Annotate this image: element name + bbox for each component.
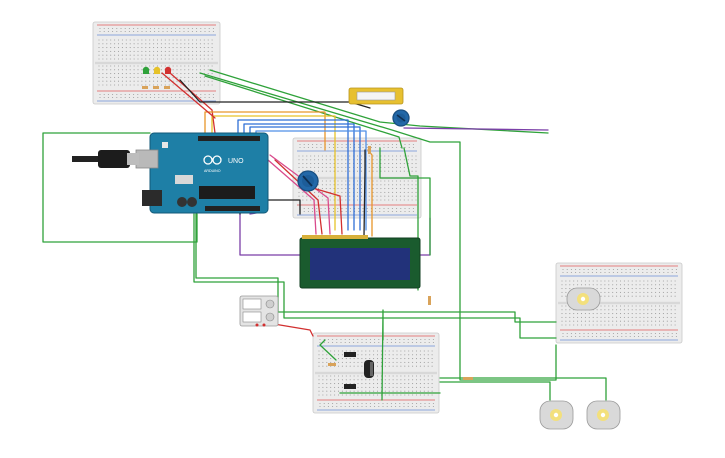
arduino-brand-label: ARDUINO [204, 169, 221, 173]
motor-icon[interactable] [566, 287, 601, 311]
arduino-model-label: UNO [228, 158, 244, 165]
breadboard-top-left[interactable] [92, 21, 221, 105]
breadboard-center[interactable] [292, 137, 422, 219]
sensor-module[interactable] [348, 87, 404, 105]
arduino-logo-icon [203, 155, 222, 165]
power-supply-module[interactable] [239, 295, 279, 327]
motor-icon[interactable] [586, 400, 621, 430]
motor-icon[interactable] [539, 400, 574, 430]
usb-cable-icon [72, 150, 139, 168]
resistor-icon [328, 146, 473, 380]
resistor-icon [142, 86, 170, 89]
arduino-uno-board[interactable]: UNO ARDUINO [135, 132, 269, 214]
led-icon[interactable] [142, 66, 150, 74]
led-icon[interactable] [153, 66, 161, 74]
led-icon[interactable] [164, 66, 172, 74]
lcd-display-16x2[interactable] [299, 235, 421, 289]
transistor-component[interactable] [344, 352, 374, 389]
potentiometer-icon[interactable] [297, 170, 319, 192]
breadboard-right[interactable] [555, 262, 683, 344]
potentiometer-icon[interactable] [392, 109, 410, 127]
breadboard-bottom[interactable] [312, 332, 440, 414]
